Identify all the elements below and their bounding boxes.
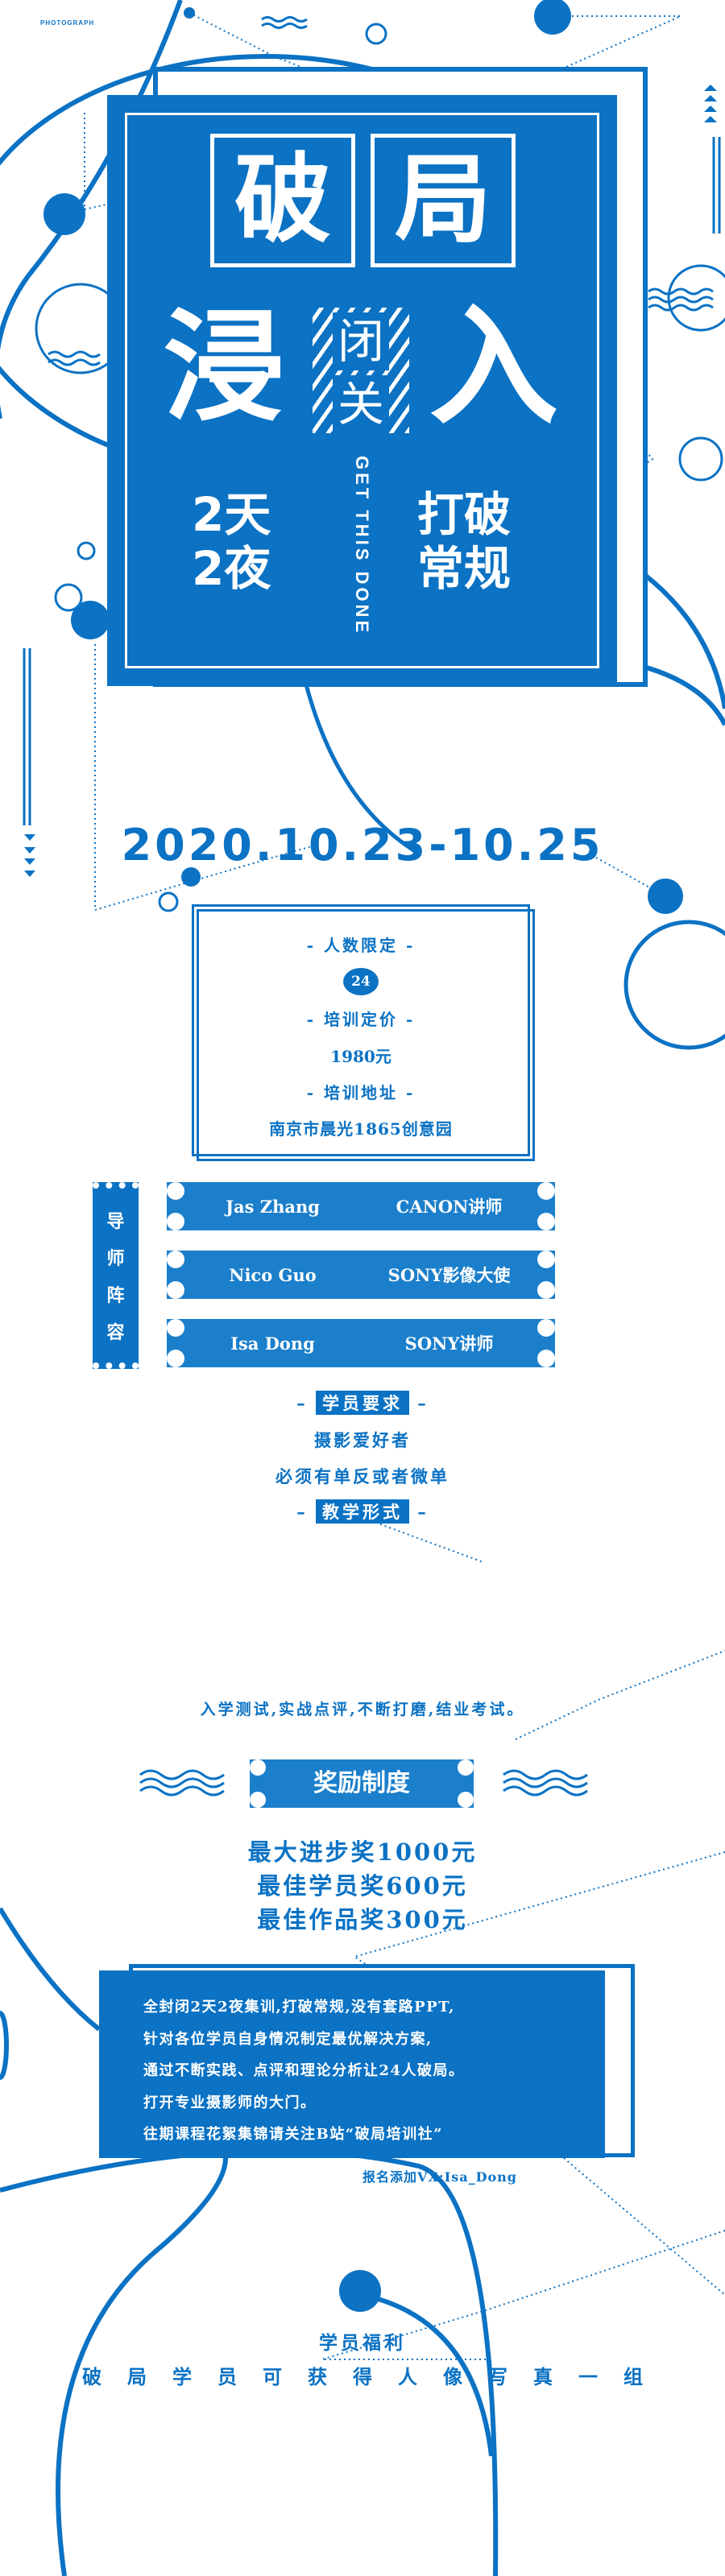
teacher-row: Jas Zhang CANON讲师	[167, 1182, 555, 1230]
event-date: 2020.10.23-10.25	[121, 820, 604, 870]
teacher-title: SONY讲师	[404, 1333, 494, 1354]
teaching-text: 入学测试,实战点评,不断打磨,结业考试。	[200, 1701, 525, 1718]
reward-item: 最佳作品奖300元	[257, 1906, 468, 1933]
teacher-row: Isa Dong SONY讲师	[167, 1319, 555, 1367]
teacher-name: Isa Dong	[230, 1333, 315, 1354]
price-value: 1980元	[330, 1047, 392, 1066]
title-char-po: 破	[210, 134, 355, 267]
requirement-item: 必须有单反或者微单	[276, 1466, 450, 1486]
close-char-1: 闭	[333, 312, 389, 370]
limit-label: - 人数限定 -	[306, 936, 416, 955]
side-char: 导	[106, 1211, 125, 1232]
side-char: 师	[106, 1248, 125, 1269]
description-box: 全封闭2天2夜集训,打破常规,没有套路PPT, 针对各位学员自身情况制定最优解决…	[99, 1970, 605, 2158]
brand-label: PHOTOGRAPH	[40, 19, 95, 27]
teachers-side-label: 导 师 阵 容	[93, 1182, 139, 1369]
price-label: - 培训定价 -	[306, 1010, 416, 1029]
description-line: 通过不断实践、点评和理论分析让24人破局。	[143, 2062, 465, 2079]
benefit-text: 破局学员可获得人像写真一组	[82, 2365, 669, 2388]
rewards-label: 奖励制度	[250, 1759, 474, 1808]
info-card: - 人数限定 - 24 - 培训定价 - 1980元 - 培训地址 - 南京市晨…	[192, 904, 530, 1156]
description-line: 打开专业摄影师的大门。	[143, 2094, 317, 2111]
break-line-2: 常规	[417, 541, 512, 596]
immerse-char: 浸	[164, 298, 285, 438]
address-label: - 培训地址 -	[306, 1083, 416, 1102]
teacher-row: Nico Guo SONY影像大使	[167, 1251, 555, 1299]
reward-item: 最大进步奖1000元	[247, 1838, 478, 1866]
teacher-name: Jas Zhang	[226, 1196, 320, 1217]
days-line-1: 2天	[192, 487, 271, 542]
description-line: 针对各位学员自身情况制定最优解决方案,	[143, 2030, 433, 2048]
days-line-2: 2夜	[192, 541, 271, 596]
side-char: 阵	[106, 1285, 125, 1306]
teacher-title: SONY影像大使	[387, 1265, 511, 1285]
hero-inner-frame	[125, 113, 599, 668]
requirement-item: 摄影爱好者	[314, 1430, 411, 1450]
reward-item: 最佳学员奖600元	[257, 1872, 468, 1900]
benefit-label: 学员福利	[319, 2332, 406, 2354]
teaching-label: 教学形式	[316, 1499, 409, 1524]
curve-line	[0, 0, 183, 419]
requirements-label: 学员要求	[316, 1391, 409, 1415]
contact-text: 报名添加VX:Isa_Dong	[362, 2169, 517, 2185]
limit-value-badge: 24	[343, 968, 379, 995]
get-this-done-text: GET THIS DONE	[352, 456, 372, 636]
title-char-ju: 局	[371, 134, 516, 267]
address-value: 南京市晨光1865创意园	[269, 1119, 453, 1139]
description-line: 往期课程花絮集锦请关注B站“破局培训社”	[143, 2126, 443, 2143]
hero-panel: 破 局 浸 闭 关 入 GET THIS DONE 2天 2夜 打破 常规	[107, 95, 617, 686]
close-char-2: 关	[333, 375, 389, 433]
description-line: 全封闭2天2夜集训,打破常规,没有套路PPT,	[143, 1999, 455, 2016]
enter-char: 入	[429, 292, 559, 442]
side-char: 容	[106, 1322, 125, 1343]
teacher-name: Nico Guo	[229, 1264, 317, 1285]
info-frame-offset	[197, 909, 535, 1161]
break-line-1: 打破	[417, 487, 512, 542]
hatched-block: 闭 关	[313, 308, 409, 433]
teacher-title: CANON讲师	[396, 1197, 503, 1217]
